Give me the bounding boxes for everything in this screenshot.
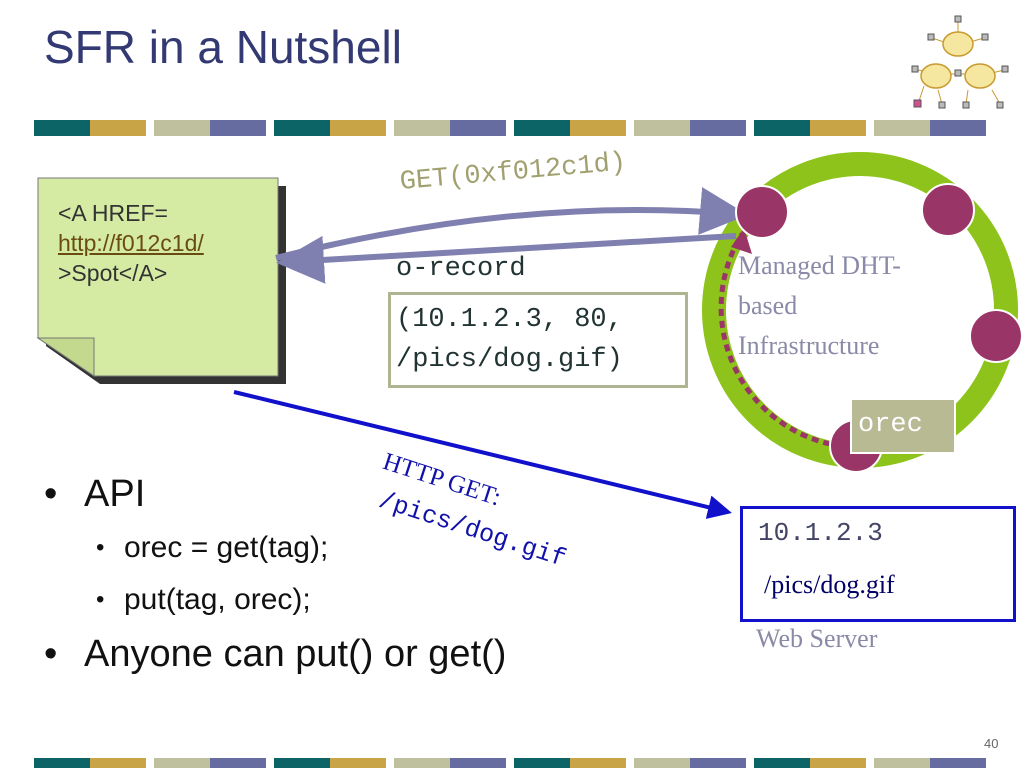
bullet-dot: • — [44, 632, 58, 675]
stripe-segment — [634, 120, 690, 136]
bullet-text: orec = get(tag); — [124, 531, 329, 564]
record-line: (10.1.2.3, 80, — [396, 305, 623, 335]
bullet-dot: • — [96, 586, 105, 613]
orecord-label: o-record — [396, 254, 526, 284]
server-ip: 10.1.2.3 — [758, 518, 883, 548]
sub-bullet-item: • put(tag, orec); — [44, 574, 506, 626]
stripe-segment — [810, 758, 866, 768]
orec-label: orec — [858, 410, 923, 440]
network-logo-icon — [911, 15, 1009, 109]
sub-bullet-item: • orec = get(tag); — [44, 522, 506, 574]
orec-box — [850, 398, 956, 454]
note-line-spot: >Spot</A> — [58, 260, 168, 286]
bullet-text: Anyone can put() or get() — [84, 632, 507, 675]
server-path: /pics/dog.gif — [764, 570, 895, 599]
slide-title: SFR in a Nutshell — [44, 21, 402, 73]
bullet-dot: • — [44, 472, 58, 515]
dht-label-line: Infrastructure — [738, 331, 880, 360]
bullet-text: put(tag, orec); — [124, 583, 311, 616]
stripe-segment — [570, 758, 626, 768]
note-content: <A HREF= http://f012c1d/ >Spot</A> — [58, 198, 204, 288]
routing-arrowhead — [731, 228, 752, 254]
dht-label: Managed DHT- based Infrastructure — [738, 246, 901, 366]
stripe-segment — [930, 120, 986, 136]
stripe-segment — [514, 758, 570, 768]
stripe-segment — [874, 758, 930, 768]
stripe-segment — [930, 758, 986, 768]
bullet-dot: • — [96, 534, 105, 561]
web-server-caption: Web Server — [756, 624, 878, 653]
sticky-note — [37, 177, 279, 377]
stripe-segment — [754, 758, 810, 768]
bullet-text: API — [84, 472, 146, 515]
stripe-segment — [34, 120, 90, 136]
note-link[interactable]: http://f012c1d/ — [58, 230, 204, 256]
stripe-segment — [274, 758, 330, 768]
bullet-item: • API — [44, 466, 506, 522]
stripe-segment — [154, 758, 210, 768]
stripe-segment — [810, 120, 866, 136]
stripe-segment — [514, 120, 570, 136]
web-server-box — [740, 506, 1016, 622]
page-number: 40 — [984, 736, 999, 751]
stripe-segment — [570, 120, 626, 136]
bullet-item: • Anyone can put() or get() — [44, 626, 506, 682]
stripe-segment — [450, 758, 506, 768]
stripe-segment — [210, 758, 266, 768]
stripe-segment — [450, 120, 506, 136]
dht-node — [921, 183, 975, 237]
stripe-segment — [330, 120, 386, 136]
get-request-arrow — [275, 187, 748, 261]
stripe-segment — [754, 120, 810, 136]
dht-label-line: based — [738, 291, 798, 320]
orecord-response-arrow — [276, 233, 737, 284]
record-line: /pics/dog.gif) — [396, 345, 623, 375]
dht-node — [969, 309, 1023, 363]
bullet-list: •API •orec = get(tag); •put(tag, orec); … — [44, 466, 506, 682]
dht-node — [735, 185, 789, 239]
stripe-segment — [394, 120, 450, 136]
dht-label-line: Managed DHT- — [738, 251, 901, 280]
stripe-segment — [874, 120, 930, 136]
stripe-segment — [90, 120, 146, 136]
stripe-segment — [330, 758, 386, 768]
http-get-arrow — [233, 390, 732, 519]
stripe-segment — [274, 120, 330, 136]
stripe-segment — [690, 758, 746, 768]
stripe-segment — [210, 120, 266, 136]
note-fold — [36, 337, 95, 377]
stripe-segment — [154, 120, 210, 136]
stripe-segment — [690, 120, 746, 136]
stripe-segment — [394, 758, 450, 768]
record-box — [388, 292, 688, 388]
record-text: (10.1.2.3, 80, /pics/dog.gif) — [396, 300, 623, 380]
dht-routing-path — [718, 232, 831, 447]
stripe-segment — [90, 758, 146, 768]
note-line-href: <A HREF= — [58, 200, 168, 226]
stripe-segment — [34, 758, 90, 768]
stripe-segment — [634, 758, 690, 768]
